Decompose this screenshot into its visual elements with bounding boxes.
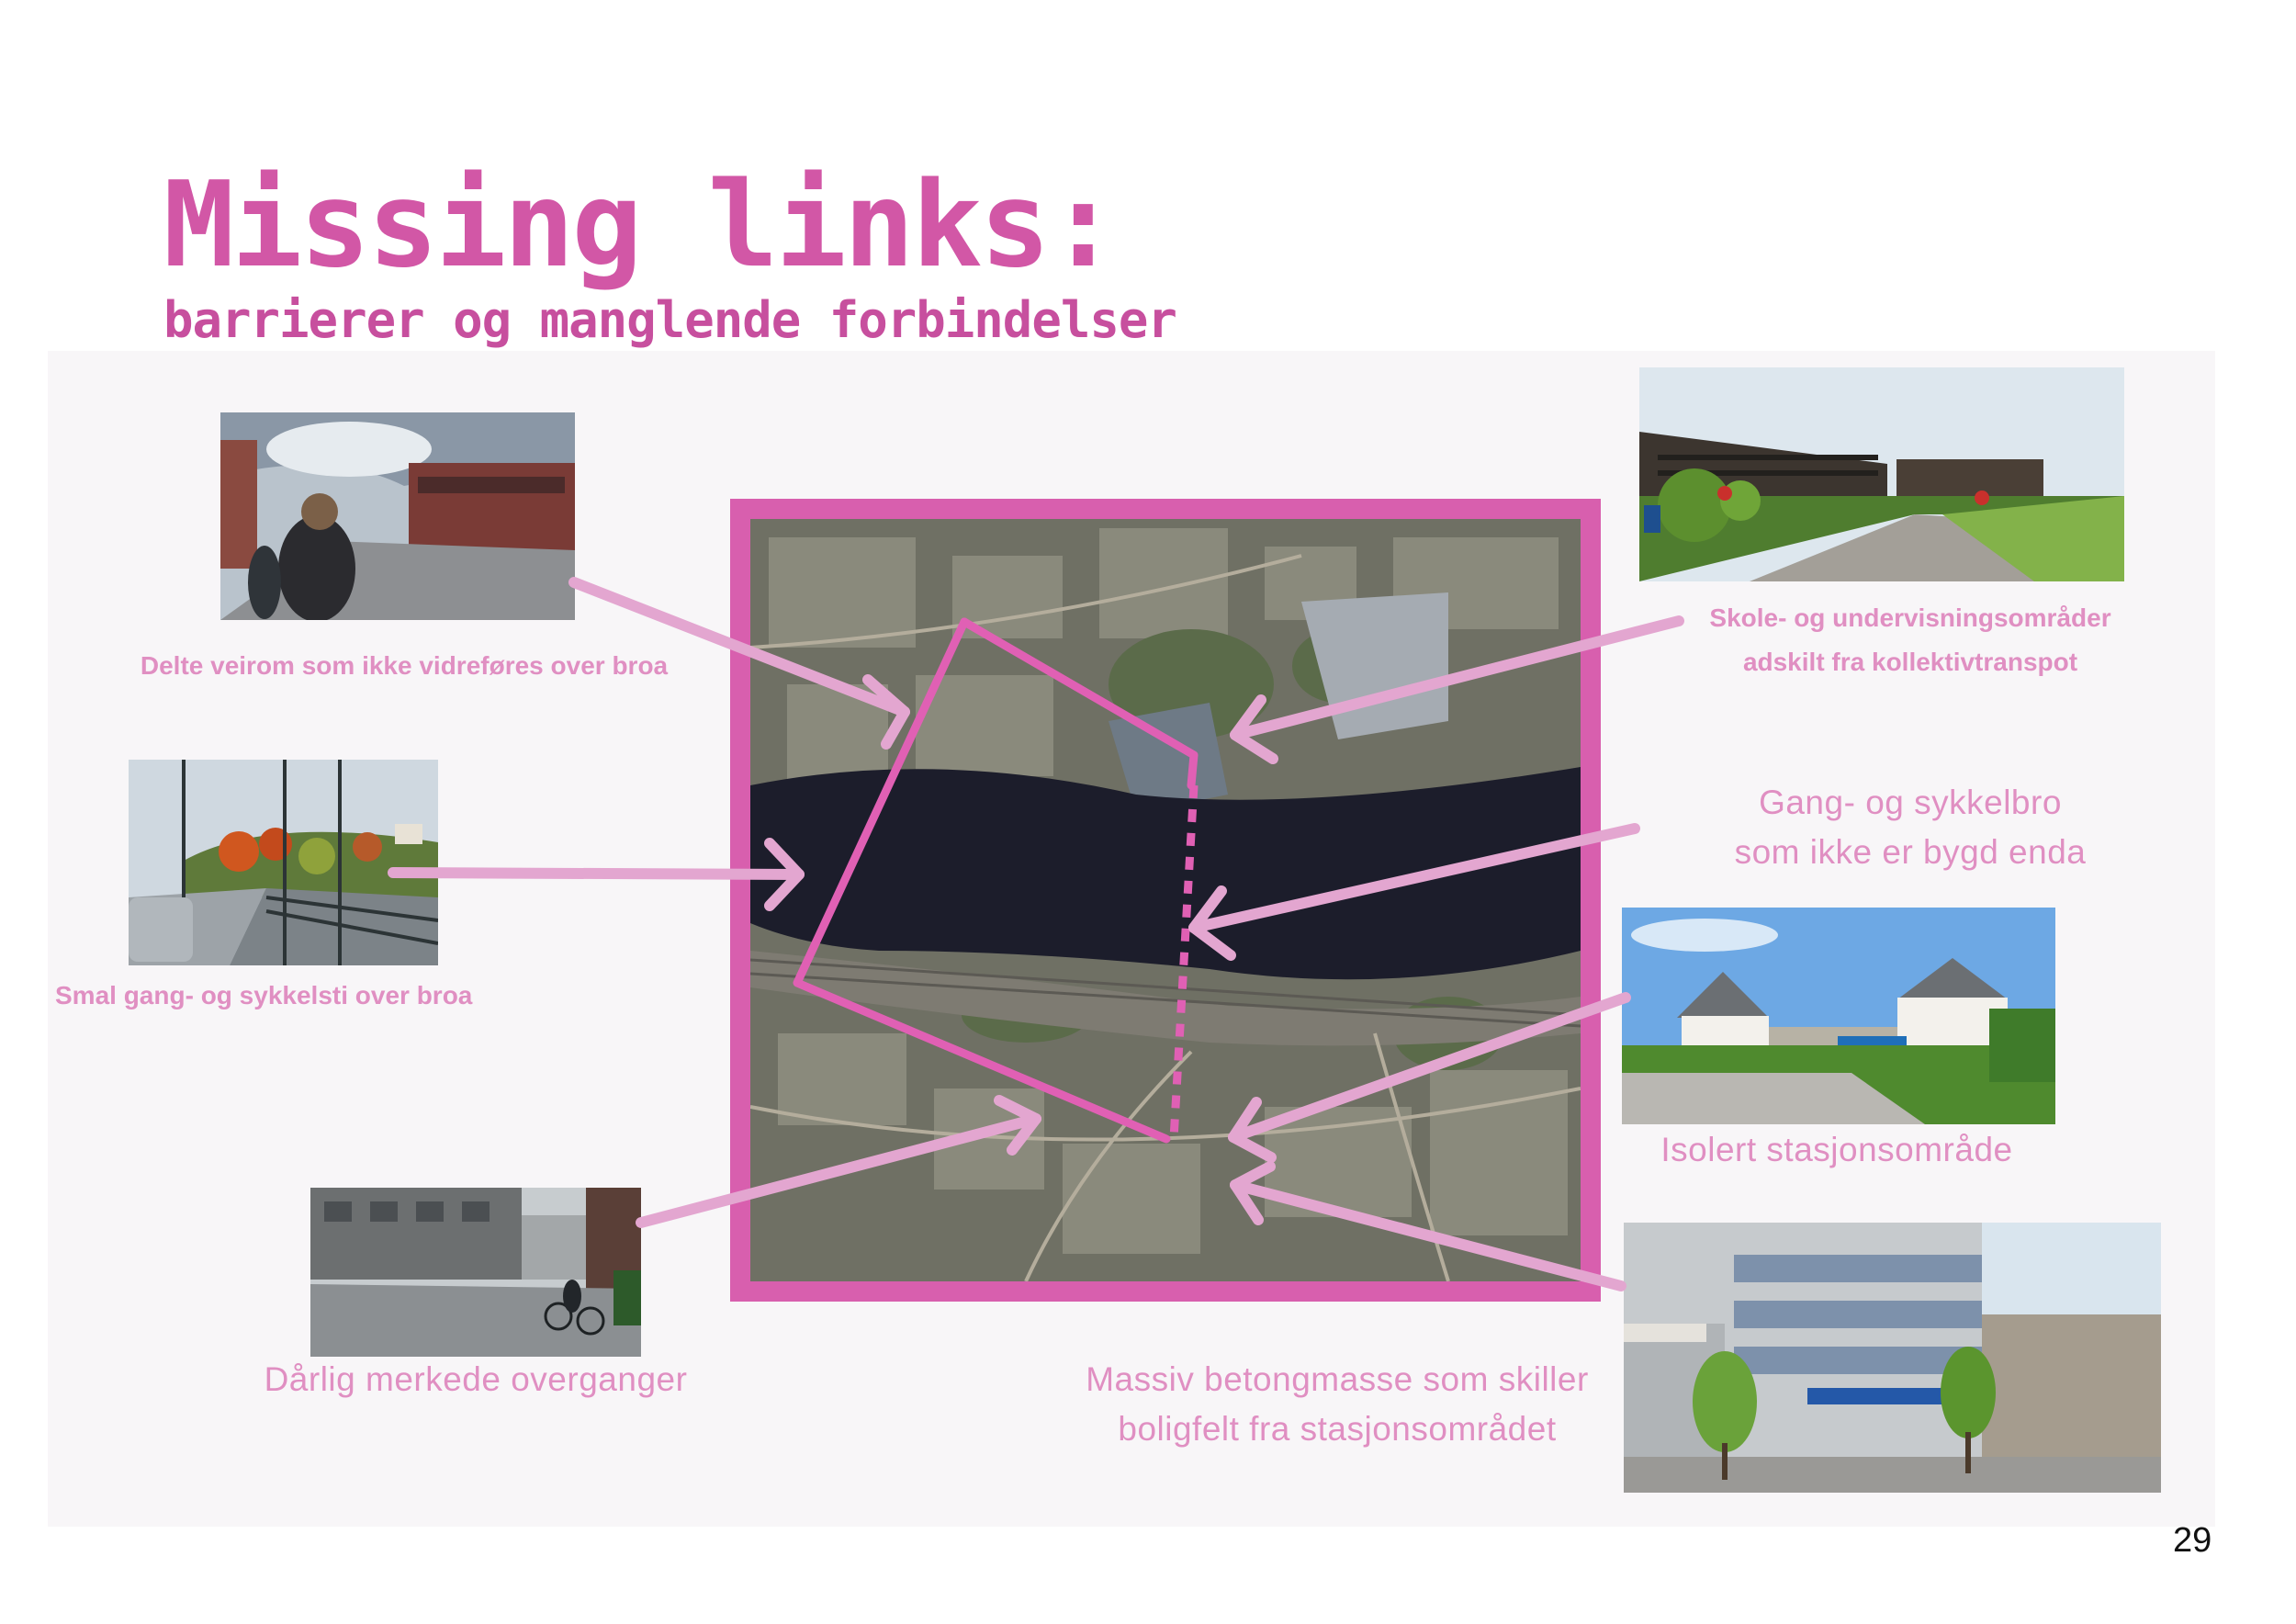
photo-crossings: [310, 1188, 641, 1357]
page-number: 29: [2173, 1521, 2212, 1560]
caption-narrow-path: Smal gang- og sykkelsti over broa: [55, 981, 473, 1009]
photo-station: [1622, 908, 2055, 1124]
caption-crossings: Dårlig merkede overganger: [264, 1360, 688, 1398]
caption-school-line2: adskilt fra kollektivtranspot: [1742, 648, 2078, 676]
caption-station: Isolert stasjonsområde: [1660, 1131, 2013, 1168]
page-title: Missing links:: [163, 157, 1119, 294]
aerial-map-frame: [730, 499, 1601, 1302]
caption-concrete-line2: boligfelt fra stasjonsområdet: [1118, 1410, 1557, 1448]
caption-bridge-line1: Gang- og sykkelbro: [1759, 784, 2062, 821]
caption-shared-road: Delte veirom som ikke vidreføres over br…: [140, 651, 669, 680]
caption-bridge-line2: som ikke er bygd enda: [1734, 833, 2087, 871]
photo-concrete: [1624, 1223, 2161, 1493]
photo-narrow-path: [129, 760, 438, 965]
page-subtitle: barrierer og manglende forbindelser: [163, 291, 1177, 349]
caption-concrete-line1: Massiv betongmasse som skiller: [1086, 1360, 1589, 1398]
photo-school: [1639, 367, 2124, 581]
caption-school-line1: Skole- og undervisningsområder: [1709, 603, 2111, 632]
aerial-map: [750, 519, 1581, 1281]
photo-shared-road: [220, 412, 575, 620]
